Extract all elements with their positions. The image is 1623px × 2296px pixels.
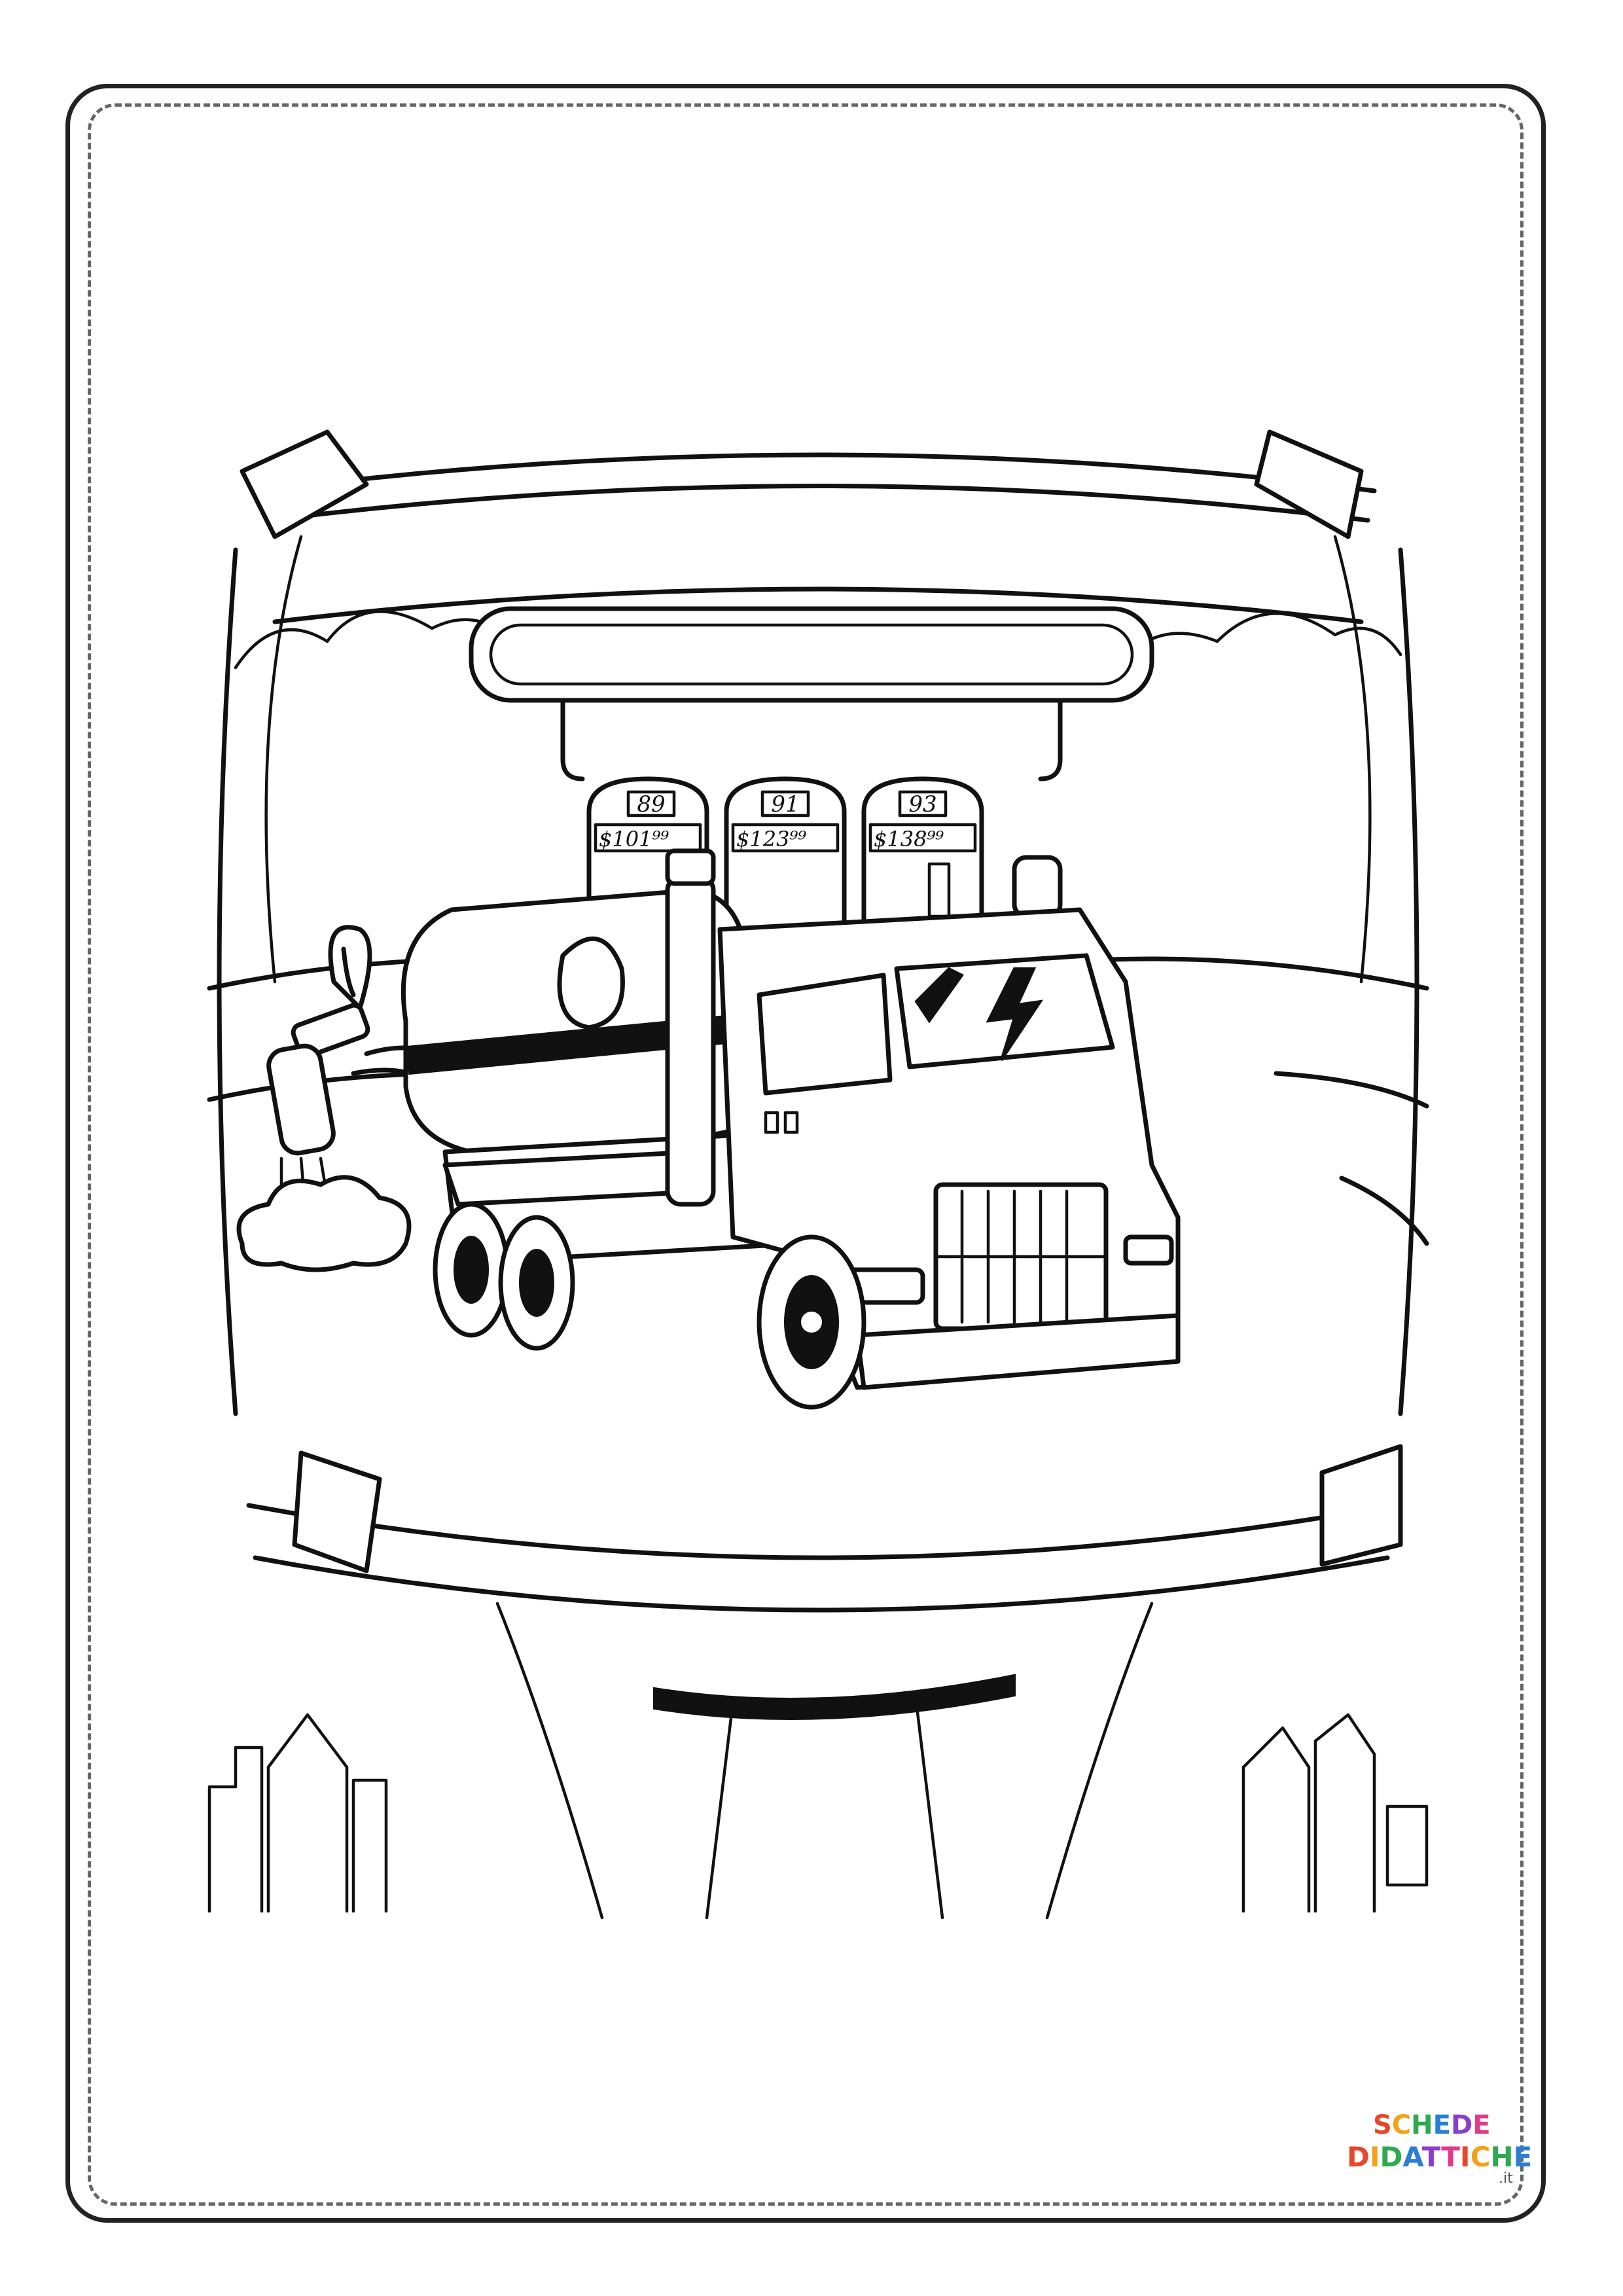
- exhaust-cloud: [236, 1175, 412, 1272]
- page-border: [65, 84, 1546, 2223]
- coloring-illustration: 89 $101⁹⁹ 91 $123⁹⁹ 93 $138⁹⁹: [207, 429, 1429, 1920]
- pump-91-octane: 91: [771, 791, 799, 817]
- fuel-pumps: 89 $101⁹⁹ 91 $123⁹⁹ 93 $138⁹⁹: [586, 776, 984, 932]
- lightning-bolt-icon: [986, 967, 1044, 1062]
- pump-93-octane: 93: [908, 791, 936, 817]
- platform: [246, 1444, 1403, 1920]
- city-skyline: [207, 1713, 1429, 1913]
- pump-89-octane: 89: [637, 791, 665, 817]
- pump-89-price: $101⁹⁹: [599, 827, 669, 852]
- logo-line2: DIDATTICHE: [1347, 2141, 1532, 2173]
- logo-suffix: .it: [1499, 2170, 1513, 2186]
- site-logo: SCHEDE DIDATTICHE .it: [1347, 2110, 1532, 2186]
- pump-91-price: $123⁹⁹: [736, 827, 806, 852]
- tanker-truck-icon: [401, 848, 1181, 1410]
- pump-93: 93 $138⁹⁹: [861, 776, 984, 932]
- dome-frame: [217, 429, 1419, 1416]
- logo-line1: SCHEDE: [1373, 2110, 1491, 2140]
- station-canopy: [469, 606, 1154, 781]
- pump-91: 91 $123⁹⁹: [724, 776, 847, 932]
- page-dashed-border: [88, 103, 1524, 2206]
- pump-93-price: $138⁹⁹: [874, 827, 944, 852]
